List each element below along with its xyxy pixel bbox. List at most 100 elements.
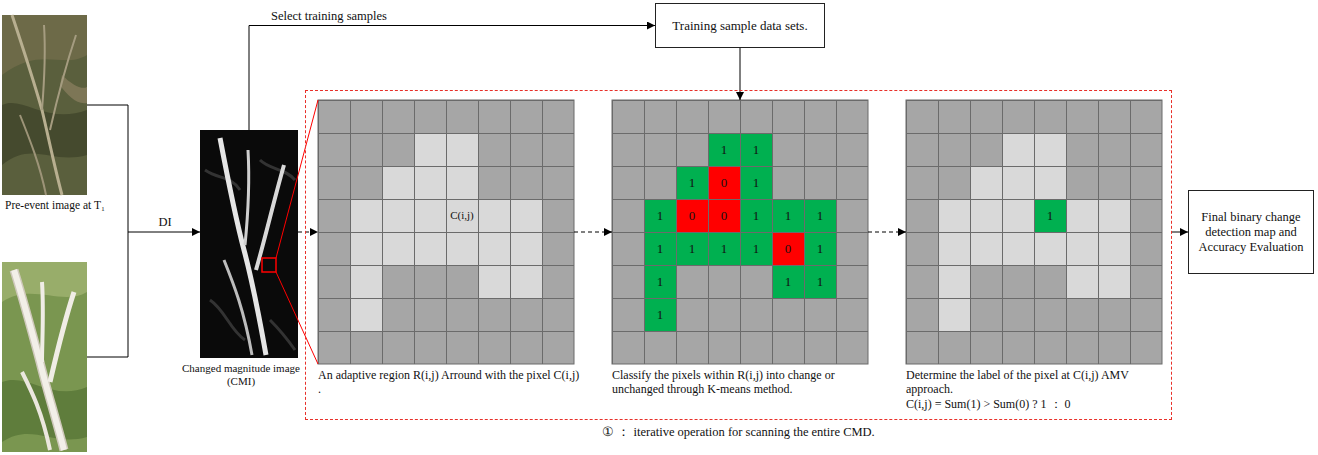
- photo-frame: [200, 130, 298, 358]
- change-streak: [224, 260, 252, 355]
- pixel-grid: Determine the label of the pixel at C(i,…: [906, 100, 1168, 411]
- photo-panel: Changed magnitude image (CMI): [178, 130, 304, 388]
- dashed-arrow: [574, 232, 612, 233]
- cell-value: 1: [657, 241, 664, 257]
- cell-value: 1: [817, 208, 824, 224]
- flow-arrow: [1172, 232, 1188, 233]
- cell-value: 1: [753, 175, 760, 191]
- dashed-arrow: [298, 232, 318, 233]
- image-caption: Pre-event image at T₁: [2, 199, 122, 213]
- cell-holder: 1: [804, 199, 836, 232]
- grid-lines: [906, 100, 1162, 364]
- edge-label: Select training samples: [269, 9, 389, 23]
- cell-value: 1: [817, 274, 824, 290]
- step-caption: Classify the pixels within R(i,j) into c…: [612, 368, 878, 397]
- merge-connector: [87, 105, 200, 232]
- landslide-streak: [50, 292, 74, 382]
- grid-lines: [612, 100, 868, 364]
- cell-holder: 1: [676, 166, 708, 199]
- flow-arrow: [740, 48, 741, 100]
- cell-holder: 1: [644, 199, 676, 232]
- cell-holder: 1: [644, 298, 676, 331]
- cell-holder: 1: [708, 232, 740, 265]
- cell-holder: 1: [676, 232, 708, 265]
- note-holder: ① ： iterative operation for scanning the…: [305, 425, 1172, 440]
- pixel-grid-art: [318, 100, 574, 364]
- grid-ground: [906, 100, 1162, 364]
- grid-frame: [318, 100, 574, 364]
- cell-holder: 1: [708, 133, 740, 166]
- formula-text: C(i,j) = Sum(1) > Sum(0) ? 1 ： 0: [906, 397, 1168, 411]
- cell-value: 1: [753, 241, 760, 257]
- edge-label-holder: Select training samples: [269, 6, 389, 24]
- cell-holder: 0: [772, 232, 804, 265]
- terrain-patch: [2, 103, 87, 165]
- pre-event-photo: [2, 15, 87, 195]
- photo-ground: [2, 262, 87, 452]
- gully-line: [12, 15, 62, 195]
- box-text: Final binary change detection map and Ac…: [1195, 210, 1307, 255]
- cell-holder: 1: [644, 232, 676, 265]
- flow-arrow: [249, 26, 655, 131]
- cell-holder: 0: [708, 199, 740, 232]
- cell-value: 1: [753, 208, 760, 224]
- bracket-line: [87, 232, 128, 357]
- dashed-arrow: [868, 232, 906, 233]
- change-streak: [256, 165, 284, 270]
- pixel-grid-art: [906, 100, 1162, 364]
- photo-frame: [2, 15, 87, 195]
- step-caption: An adaptive region R(i,j) Arround with t…: [318, 368, 584, 397]
- process-box: Final binary change detection map and Ac…: [1188, 190, 1314, 274]
- cell-value: 0: [721, 208, 728, 224]
- cell-value: 1: [721, 241, 728, 257]
- cell-value: 1: [689, 175, 696, 191]
- note-text: ① ： iterative operation for scanning the…: [305, 425, 1172, 440]
- grid-lines: [318, 100, 574, 364]
- cell-value: 1: [657, 307, 664, 323]
- box-text: Training sample data sets.: [672, 18, 807, 34]
- zoom-square: [262, 258, 276, 272]
- cell-value: 1: [721, 142, 728, 158]
- grid-ground: [612, 100, 868, 364]
- cell-value: 1: [657, 208, 664, 224]
- cell-value: 1: [657, 274, 664, 290]
- zoom-line: [276, 100, 318, 364]
- photo-ground: [200, 130, 298, 358]
- gully-line: [20, 115, 46, 195]
- cell-holder: 1: [740, 199, 772, 232]
- pixel-grid: An adaptive region R(i,j) Arround with t…: [318, 100, 584, 397]
- change-streak: [220, 138, 266, 355]
- image-caption: Changed magnitude image (CMI): [178, 362, 304, 388]
- cell-holder: 0: [708, 166, 740, 199]
- process-box: Training sample data sets.: [655, 3, 825, 48]
- photo-ground: [2, 15, 87, 195]
- gully-line: [50, 35, 76, 130]
- edge-label: DI: [156, 215, 173, 229]
- step-caption: Determine the label of the pixel at C(i,…: [906, 368, 1168, 397]
- photo-panel: Pre-event image at T₁: [2, 15, 122, 213]
- cell-holder: 1: [1034, 199, 1066, 232]
- cell-value: 1: [817, 241, 824, 257]
- pixel-grid: Classify the pixels within R(i,j) into c…: [612, 100, 878, 397]
- dashed-region: ① ： iterative operation for scanning the…: [305, 90, 1172, 420]
- cell-holder: 1: [772, 199, 804, 232]
- grid-frame: [612, 100, 868, 364]
- change-magnitude-photo: [200, 130, 298, 358]
- grid-ground: [318, 100, 574, 364]
- landslide-streak: [40, 282, 45, 362]
- cell-holder: 1: [740, 232, 772, 265]
- cell-value: 0: [689, 208, 696, 224]
- grid-frame: [906, 100, 1162, 364]
- edge-label-holder: DI: [156, 212, 173, 230]
- cell-holder: 1: [740, 166, 772, 199]
- cell-value: 1: [689, 241, 696, 257]
- cell-holder: 1: [804, 232, 836, 265]
- cell-holder: 1: [740, 133, 772, 166]
- cell-value: 0: [721, 175, 728, 191]
- cell-value: 1: [785, 274, 792, 290]
- cell-value: 1: [785, 208, 792, 224]
- pixel-label: C(i,j): [450, 209, 474, 222]
- cell-holder: 1: [772, 265, 804, 298]
- cell-holder: C(i,j): [446, 199, 478, 232]
- terrain-patch: [60, 75, 87, 103]
